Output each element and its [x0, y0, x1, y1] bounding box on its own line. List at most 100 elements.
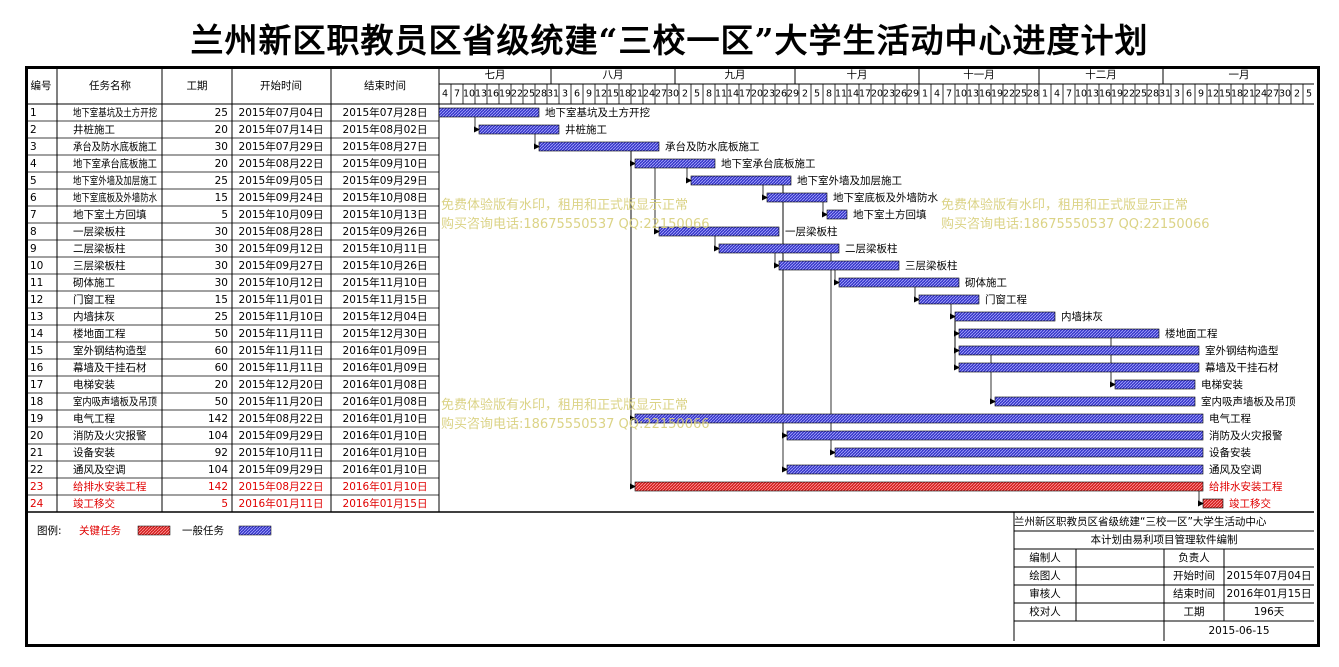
- task-name: 三层梁板柱: [73, 259, 126, 272]
- task-id: 1: [30, 107, 37, 119]
- task-id: 14: [30, 328, 44, 340]
- task-start: 2015年08月22日: [239, 412, 324, 425]
- task-bar[interactable]: [958, 328, 1160, 339]
- task-end: 2016年01月10日: [343, 429, 428, 442]
- task-id: 6: [30, 192, 37, 204]
- task-bar[interactable]: [834, 447, 1204, 458]
- task-bar[interactable]: [690, 175, 792, 186]
- task-name: 门窗工程: [73, 293, 115, 306]
- tick-label: 31: [1159, 89, 1171, 100]
- tick-label: 4: [442, 89, 448, 100]
- task-end: 2015年09月26日: [343, 225, 428, 238]
- task-bar[interactable]: [838, 277, 960, 288]
- task-duration: 25: [215, 107, 228, 119]
- task-id: 23: [30, 481, 43, 493]
- critical-task-bar[interactable]: [1202, 498, 1224, 509]
- tick-label: 6: [574, 89, 580, 100]
- task-id: 11: [30, 277, 43, 289]
- tick-label: 7: [946, 89, 952, 100]
- task-bar[interactable]: [786, 430, 1204, 441]
- tick-label: 24: [1255, 89, 1267, 100]
- tick-label: 22: [1003, 89, 1015, 100]
- tick-label: 2: [802, 89, 808, 100]
- tick-label: 15: [607, 89, 619, 100]
- tick-label: 12: [1207, 89, 1219, 100]
- task-start: 2015年11月11日: [239, 344, 324, 357]
- bar-label: 地下室基坑及土方开挖: [545, 106, 650, 119]
- task-end: 2015年12月04日: [343, 310, 428, 323]
- task-bar[interactable]: [958, 362, 1200, 373]
- task-id: 7: [30, 209, 37, 221]
- task-duration: 15: [215, 192, 228, 204]
- tick-label: 2: [1294, 89, 1300, 100]
- task-name: 砌体施工: [73, 276, 115, 289]
- task-bar[interactable]: [918, 294, 980, 305]
- task-bar[interactable]: [826, 209, 848, 220]
- task-bar[interactable]: [954, 311, 1056, 322]
- task-bar[interactable]: [538, 141, 660, 152]
- task-bar[interactable]: [634, 413, 1204, 424]
- task-bar[interactable]: [718, 243, 840, 254]
- task-bar[interactable]: [778, 260, 900, 271]
- task-duration: 5: [221, 498, 228, 510]
- task-bar[interactable]: [658, 226, 780, 237]
- watermark-line1-right: 免费体验版有水印，租用和正式版显示正常: [941, 197, 1188, 213]
- tick-label: 31: [547, 89, 559, 100]
- bar-label: 消防及火灾报警: [1209, 429, 1283, 442]
- task-id: 3: [30, 141, 37, 153]
- tick-label: 20: [871, 89, 883, 100]
- task-bar[interactable]: [766, 192, 828, 203]
- task-bar[interactable]: [994, 396, 1196, 407]
- task-bar[interactable]: [958, 345, 1200, 356]
- bar-label: 承台及防水底板施工: [665, 140, 760, 153]
- task-id: 12: [30, 294, 43, 306]
- task-bar[interactable]: [478, 124, 560, 135]
- dependency-link: [954, 316, 1055, 371]
- task-duration: 50: [215, 396, 228, 408]
- info-owner-label: 负责人: [1178, 551, 1210, 564]
- task-id: 15: [30, 345, 43, 357]
- task-name: 承台及防水底板施工: [73, 140, 157, 153]
- watermark-line2-left: 购买咨询电话:18675550537 QQ:22150066: [441, 216, 710, 232]
- critical-task-bar[interactable]: [634, 481, 1204, 492]
- watermark-line1-left: 免费体验版有水印，租用和正式版显示正常: [441, 197, 688, 213]
- dependency-link: [990, 350, 1199, 405]
- task-id: 17: [30, 379, 43, 391]
- task-bar[interactable]: [1114, 379, 1196, 390]
- task-end: 2016年01月08日: [343, 378, 428, 391]
- watermark-line1-lower-left: 免费体验版有水印，租用和正式版显示正常: [441, 397, 688, 413]
- task-name: 地下室基坑及土方开挖: [73, 106, 157, 119]
- task-bar[interactable]: [438, 107, 540, 118]
- tick-label: 18: [1231, 89, 1243, 100]
- task-end: 2015年07月28日: [343, 106, 428, 119]
- tick-label: 1: [1042, 89, 1048, 100]
- task-bar[interactable]: [786, 464, 1204, 475]
- task-bar[interactable]: [634, 158, 716, 169]
- info-block: [1013, 512, 1314, 641]
- tick-label: 14: [847, 89, 859, 100]
